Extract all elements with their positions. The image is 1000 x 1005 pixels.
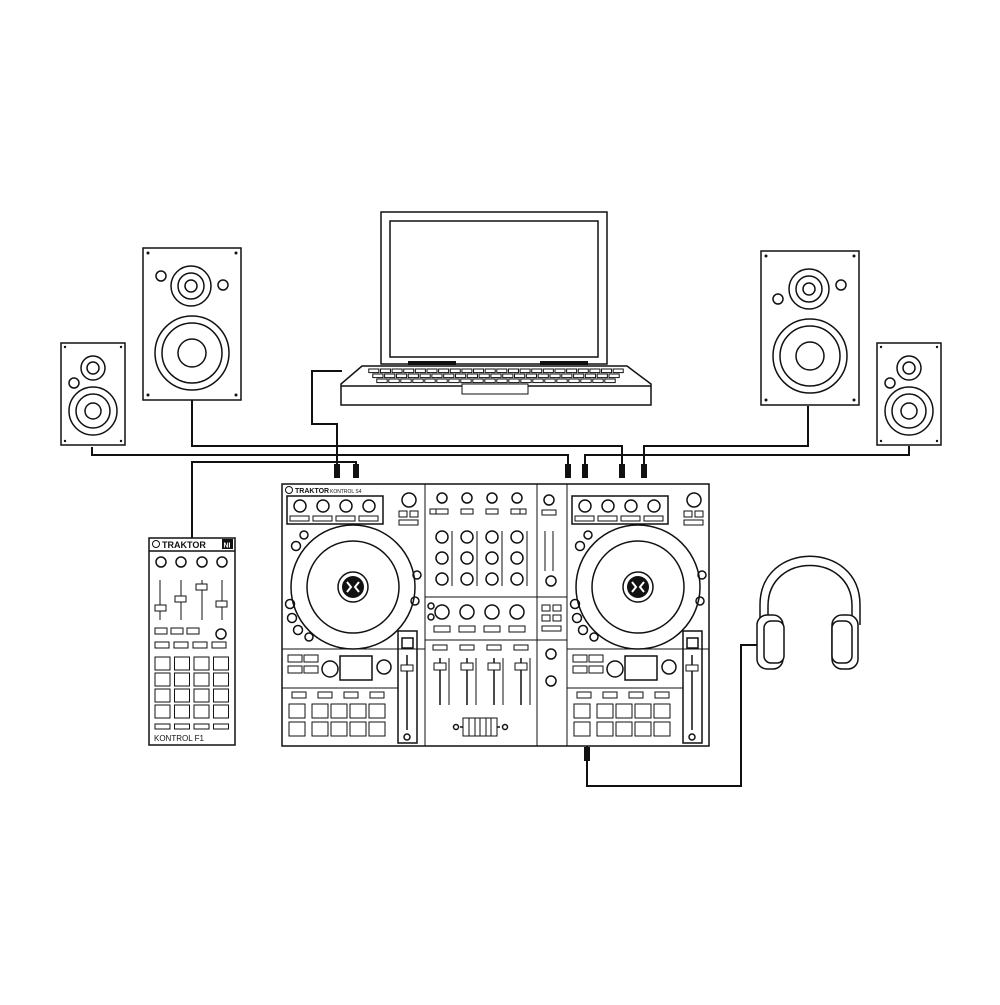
f1-brand: TRAKTOR	[162, 540, 206, 550]
mixer-section	[427, 492, 562, 737]
deck-a-transport	[287, 654, 392, 737]
f1-buttons	[154, 627, 227, 649]
headphones	[756, 555, 861, 670]
deck-b-jog-wheel[interactable]	[575, 524, 701, 650]
laptop	[340, 211, 652, 406]
controller-brand: TRAKTOR	[295, 488, 329, 495]
speaker-right-booth	[876, 342, 942, 446]
cable-right-main-speaker	[643, 406, 809, 478]
speaker-left-booth	[60, 342, 126, 446]
cable-headphones	[586, 644, 765, 787]
deck-a-pads	[311, 703, 386, 737]
speaker-left-main	[142, 247, 242, 401]
cables	[91, 370, 910, 787]
deck-a-jog-wheel[interactable]	[290, 524, 416, 650]
deck-a-pitch-fader[interactable]	[397, 630, 418, 744]
cable-left-main-speaker	[191, 400, 623, 478]
laptop-keyboard	[368, 368, 624, 384]
deck-a-side-buttons	[284, 530, 422, 642]
deck-b-transport	[572, 654, 677, 737]
deck-b-pads	[596, 703, 671, 737]
traktor-kontrol-s4: TRAKTOR KONTROL S4	[281, 483, 710, 747]
crossfader[interactable]	[452, 717, 509, 737]
deck-b-fx-section	[571, 492, 704, 526]
f1-label: KONTROL F1	[154, 734, 204, 743]
deck-b-pitch-fader[interactable]	[682, 630, 703, 744]
speaker-right-main	[760, 250, 860, 406]
f1-pad-grid	[154, 656, 229, 730]
deck-b-side-buttons	[569, 530, 707, 642]
deck-a-fx-section	[286, 492, 419, 526]
usb-cable	[311, 370, 342, 478]
kontrol-f1: TRAKTOR NI KONTROL F1	[148, 537, 236, 746]
f1-badge: NI	[224, 543, 231, 550]
cable-plugs	[334, 464, 647, 761]
cable-right-booth-speaker	[584, 446, 910, 478]
controller-model: KONTROL S4	[330, 489, 362, 495]
